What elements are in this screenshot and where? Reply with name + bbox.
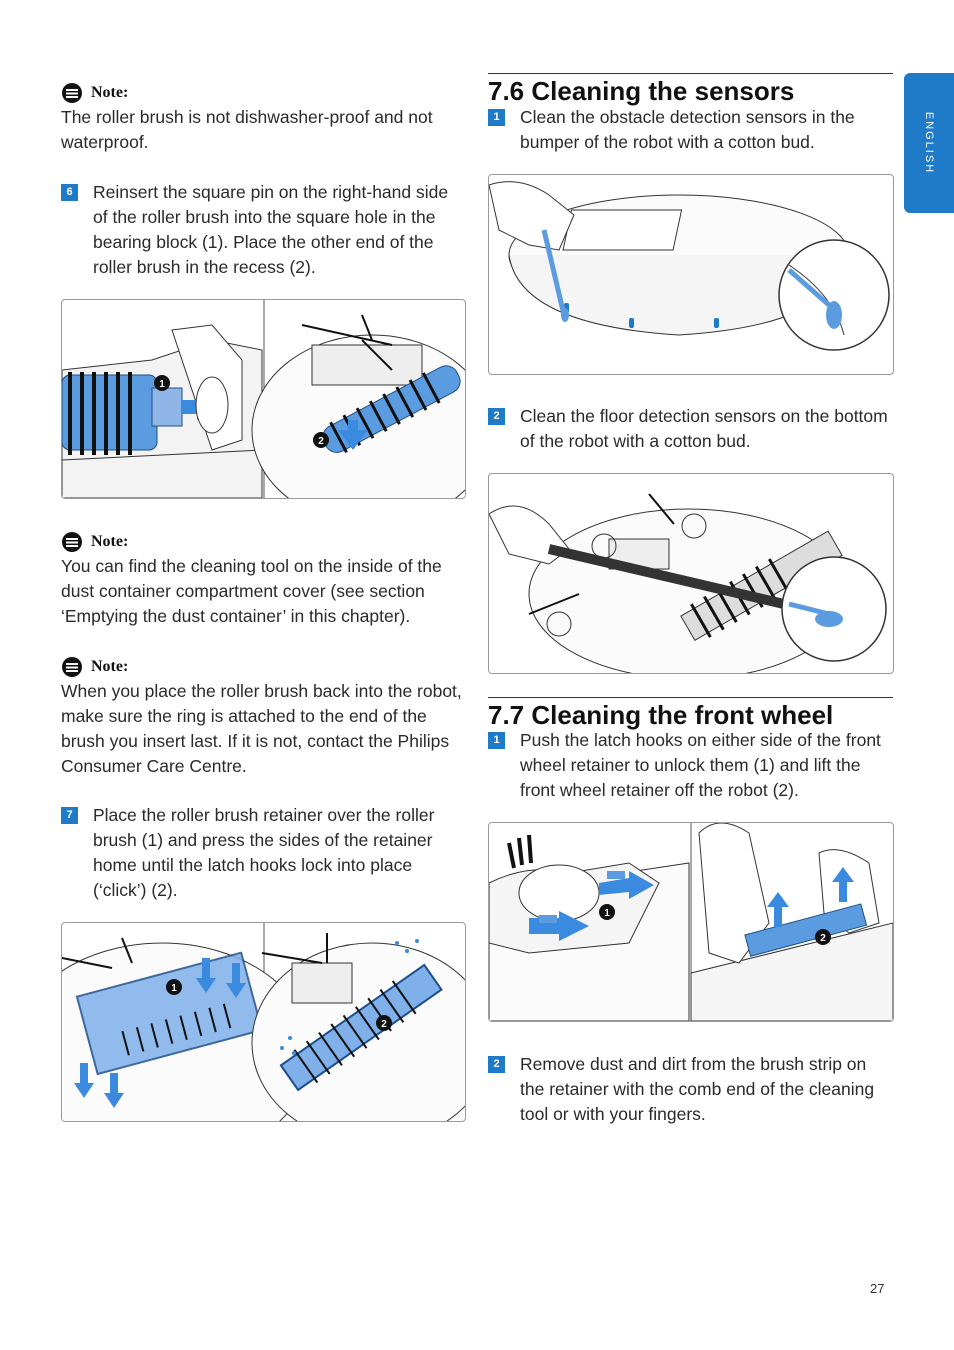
callout-2: 2 xyxy=(381,1019,387,1030)
step-number: 7 xyxy=(61,807,78,824)
note-text: You can find the cleaning tool on the in… xyxy=(61,556,442,626)
note-ring: Note: When you place the roller brush ba… xyxy=(61,654,465,779)
callout-1: 1 xyxy=(171,983,177,994)
figure-obstacle-sensors xyxy=(488,174,894,375)
step-number: 6 xyxy=(61,184,78,201)
sensors-step-1: 1 Clean the obstacle detection sensors i… xyxy=(488,105,893,155)
note-label: Note: xyxy=(91,83,129,101)
note-text: The roller brush is not dishwasher-proof… xyxy=(61,107,433,152)
note-icon xyxy=(62,656,82,677)
figure-retainer: 1 2 xyxy=(61,922,466,1122)
callout-1: 1 xyxy=(159,379,165,390)
section-title-front-wheel: 7.7 Cleaning the front wheel xyxy=(488,697,893,731)
step-number: 2 xyxy=(488,408,505,425)
callout-1: 1 xyxy=(604,908,610,919)
note-cleaning-tool: Note: You can find the cleaning tool on … xyxy=(61,529,465,629)
callout-2: 2 xyxy=(820,933,826,944)
step-text: Clean the obstacle detection sensors in … xyxy=(520,107,855,152)
language-tab: ENGLISH xyxy=(904,73,954,213)
step-7: 7 Place the roller brush retainer over t… xyxy=(61,803,465,903)
section-title-sensors: 7.6 Cleaning the sensors xyxy=(488,73,893,107)
figure-front-wheel: 1 2 xyxy=(488,822,894,1022)
step-number: 1 xyxy=(488,109,505,126)
wheel-step-2: 2 Remove dust and dirt from the brush st… xyxy=(488,1052,893,1127)
note-text: When you place the roller brush back int… xyxy=(61,681,462,776)
wheel-step-1: 1 Push the latch hooks on either side of… xyxy=(488,728,893,803)
step-number: 2 xyxy=(488,1056,505,1073)
language-tab-label: ENGLISH xyxy=(923,111,935,175)
note-icon xyxy=(62,531,82,552)
figure-floor-sensors xyxy=(488,473,894,674)
step-text: Remove dust and dirt from the brush stri… xyxy=(520,1054,875,1124)
step-text: Push the latch hooks on either side of t… xyxy=(520,730,881,800)
step-6: 6 Reinsert the square pin on the right-h… xyxy=(61,180,465,280)
note-icon xyxy=(62,82,82,103)
note-roller-brush: Note: The roller brush is not dishwasher… xyxy=(61,80,465,155)
figure-reinsert-brush: 1 2 xyxy=(61,299,466,499)
step-text: Place the roller brush retainer over the… xyxy=(93,805,435,900)
sensors-step-2: 2 Clean the floor detection sensors on t… xyxy=(488,404,893,454)
step-number: 1 xyxy=(488,732,505,749)
callout-2: 2 xyxy=(318,436,324,447)
note-label: Note: xyxy=(91,532,129,550)
step-text: Clean the floor detection sensors on the… xyxy=(520,406,888,451)
page-number: 27 xyxy=(870,1281,885,1296)
note-label: Note: xyxy=(91,657,129,675)
step-text: Reinsert the square pin on the right-han… xyxy=(93,182,449,277)
